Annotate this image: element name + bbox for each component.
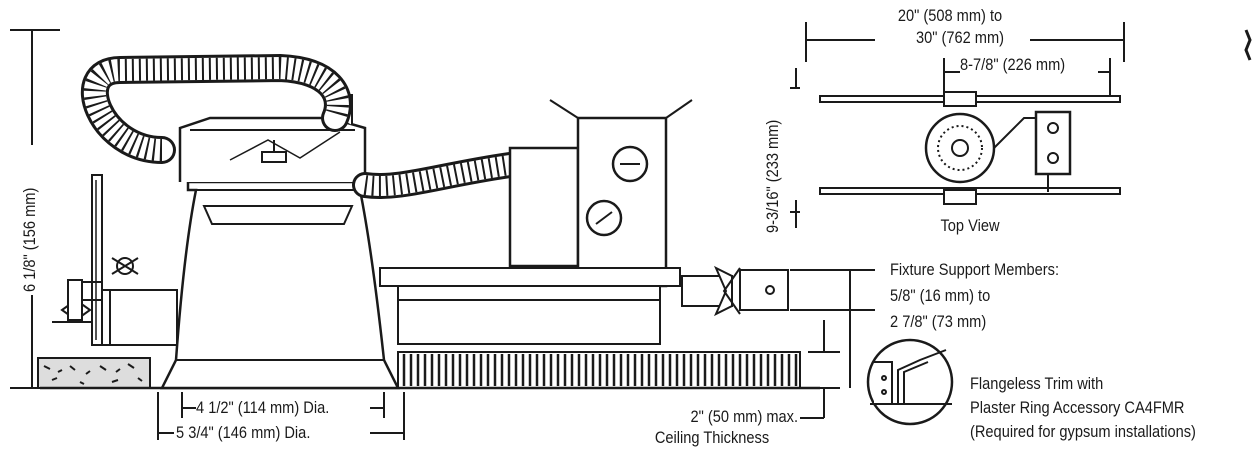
flexible-conduit xyxy=(80,53,523,199)
top-view-span-line1: 20" (508 mm) to xyxy=(897,6,1003,25)
support-rail xyxy=(379,265,789,345)
ceiling-thickness-caption: Ceiling Thickness xyxy=(654,428,770,447)
edge-crop-mark xyxy=(1244,29,1252,61)
top-view-caption: Top View xyxy=(940,216,1000,235)
support-members-title: Fixture Support Members: xyxy=(890,260,1060,279)
overall-height-label: 6 1/8" (156 mm) xyxy=(20,187,39,292)
ceiling-slab-right xyxy=(397,351,801,389)
outer-diameter-label: 5 3/4" (146 mm) Dia. xyxy=(176,423,311,442)
trim-note-line2: Plaster Ring Accessory CA4FMR xyxy=(970,398,1185,417)
trim-note-line1: Flangeless Trim with xyxy=(970,374,1104,393)
top-view-width-label: 8-7/8" (226 mm) xyxy=(960,55,1066,74)
ceiling-thickness-value: 2" (50 mm) max. xyxy=(690,407,798,426)
support-members-min: 5/8" (16 mm) to xyxy=(890,286,991,305)
mounting-bracket xyxy=(52,174,178,346)
diameter-dimension-lines xyxy=(157,392,405,440)
inner-diameter-label: 4 1/2" (114 mm) Dia. xyxy=(196,398,330,417)
support-members-max: 2 7/8" (73 mm) xyxy=(890,312,987,331)
support-members-dimension xyxy=(790,269,875,388)
junction-box xyxy=(508,99,693,288)
trim-note-line3: (Required for gypsum installations) xyxy=(970,422,1196,441)
top-view-drawing xyxy=(790,22,1125,228)
ceiling-thickness-dimension xyxy=(800,320,840,419)
top-view-depth-label: 9-3/16" (233 mm) xyxy=(763,119,782,233)
trim-detail-inset xyxy=(866,338,954,426)
housing-body xyxy=(159,180,401,390)
ceiling-slab-left xyxy=(37,357,151,389)
top-view-span-line2: 30" (762 mm) xyxy=(915,28,1005,47)
